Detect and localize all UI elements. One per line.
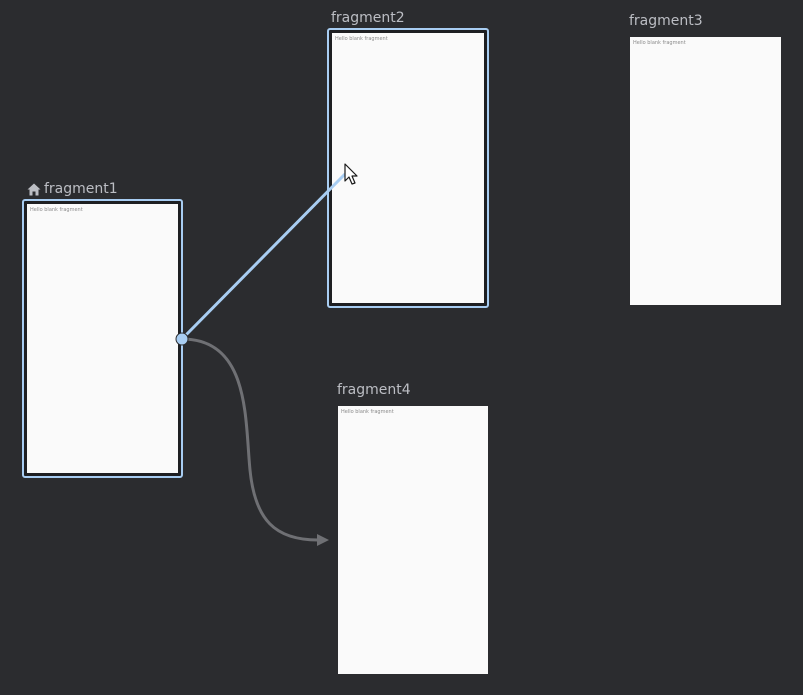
- fragment-preview: Hello blank fragment: [630, 37, 781, 305]
- fragment-preview: Hello blank fragment: [338, 406, 488, 674]
- fragment4-label[interactable]: fragment4: [337, 382, 411, 398]
- action-arrow-fragment1-to-fragment4[interactable]: [181, 337, 319, 542]
- fragment3-destination[interactable]: Hello blank fragment: [630, 37, 781, 305]
- fragment2-label[interactable]: fragment2: [331, 10, 405, 26]
- dragging-action-line[interactable]: [180, 172, 347, 341]
- preview-text: Hello blank fragment: [335, 36, 388, 42]
- preview-text: Hello blank fragment: [30, 207, 83, 213]
- fragment-name: fragment3: [629, 13, 703, 29]
- mouse-cursor-icon: [344, 163, 358, 185]
- preview-text: Hello blank fragment: [633, 40, 686, 46]
- action-handle[interactable]: [175, 332, 189, 346]
- fragment3-label[interactable]: fragment3: [629, 13, 703, 29]
- fragment-preview: Hello blank fragment: [332, 33, 484, 303]
- home-icon: [27, 183, 41, 196]
- arrowhead-icon: [317, 534, 329, 546]
- fragment1-label[interactable]: fragment1: [27, 181, 118, 197]
- fragment-preview: Hello blank fragment: [27, 204, 178, 473]
- fragment2-destination[interactable]: Hello blank fragment: [327, 28, 489, 308]
- fragment1-destination[interactable]: Hello blank fragment: [22, 199, 183, 478]
- fragment4-destination[interactable]: Hello blank fragment: [338, 406, 488, 674]
- fragment-name: fragment1: [44, 181, 118, 197]
- preview-text: Hello blank fragment: [341, 409, 394, 415]
- fragment-name: fragment2: [331, 10, 405, 26]
- fragment-name: fragment4: [337, 382, 411, 398]
